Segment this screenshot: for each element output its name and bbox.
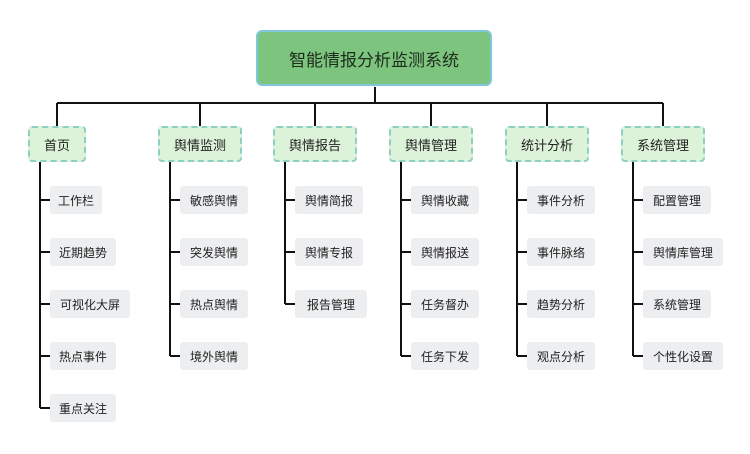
- leaf-node: 近期趋势: [50, 238, 116, 266]
- leaf-node: 热点事件: [50, 342, 116, 370]
- leaf-node: 工作栏: [50, 186, 102, 214]
- leaf-node: 舆情库管理: [643, 238, 723, 266]
- leaf-node: 舆情收藏: [411, 186, 479, 214]
- category-node: 首页: [28, 126, 86, 162]
- leaf-node: 事件分析: [527, 186, 595, 214]
- leaf-node: 任务下发: [411, 342, 479, 370]
- category-node: 舆情管理: [389, 126, 473, 162]
- leaf-node: 任务督办: [411, 290, 479, 318]
- leaf-node: 报告管理: [295, 290, 367, 318]
- leaf-node: 敏感舆情: [180, 186, 248, 214]
- category-node: 系统管理: [621, 126, 705, 162]
- leaf-node: 舆情报送: [411, 238, 479, 266]
- root-node: 智能情报分析监测系统: [256, 30, 492, 86]
- leaf-node: 事件脉络: [527, 238, 595, 266]
- leaf-node: 热点舆情: [180, 290, 248, 318]
- leaf-node: 舆情专报: [295, 238, 363, 266]
- leaf-node: 境外舆情: [180, 342, 248, 370]
- category-node: 舆情监测: [158, 126, 242, 162]
- leaf-node: 舆情简报: [295, 186, 363, 214]
- leaf-node: 观点分析: [527, 342, 595, 370]
- category-node: 舆情报告: [273, 126, 357, 162]
- leaf-node: 突发舆情: [180, 238, 248, 266]
- leaf-node: 系统管理: [643, 290, 711, 318]
- leaf-node: 可视化大屏: [50, 290, 130, 318]
- leaf-node: 重点关注: [50, 394, 116, 422]
- leaf-node: 趋势分析: [527, 290, 595, 318]
- category-node: 统计分析: [505, 126, 589, 162]
- leaf-node: 个性化设置: [643, 342, 723, 370]
- leaf-node: 配置管理: [643, 186, 711, 214]
